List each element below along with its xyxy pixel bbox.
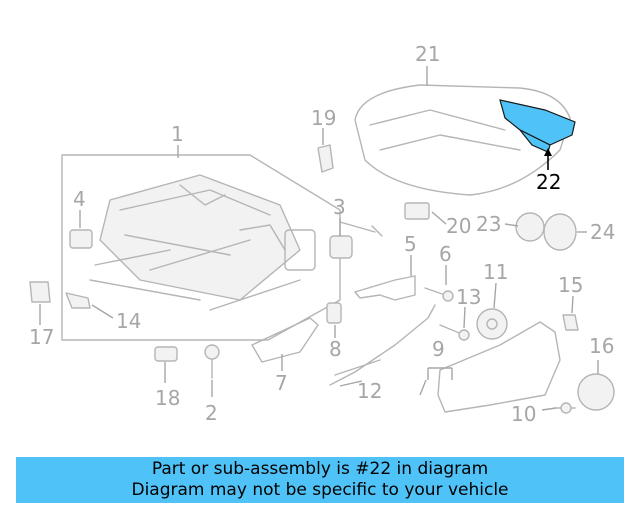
- callout-15: 15: [558, 273, 583, 297]
- leader-lines: [39, 66, 599, 411]
- part-5-bracket: [354, 275, 416, 301]
- part-21-seat-cushion: [354, 84, 571, 196]
- part-15-clip: [562, 314, 579, 331]
- callout-6: 6: [439, 242, 452, 266]
- part-8-clip: [326, 302, 342, 324]
- callout-21: 21: [415, 42, 440, 66]
- part-22-highlighted-trim: [499, 99, 576, 153]
- callout-2: 2: [205, 401, 218, 425]
- callout-17: 17: [29, 325, 54, 349]
- part-17-clip: [29, 281, 51, 303]
- part-2-bolt: [204, 344, 220, 379]
- banner-line-1: Part or sub-assembly is #22 in diagram: [151, 459, 489, 479]
- part-3-bolt: [329, 221, 383, 259]
- banner-line-2: Diagram may not be specific to your vehi…: [131, 480, 509, 500]
- part-11-gear: [476, 308, 508, 340]
- callout-18: 18: [155, 386, 180, 410]
- callout-3: 3: [333, 195, 346, 219]
- part-6-screw: [424, 287, 454, 302]
- callout-14: 14: [116, 309, 141, 333]
- callout-11: 11: [483, 260, 508, 284]
- part-9-side-shield: [437, 321, 561, 413]
- part-20-clip: [404, 202, 430, 220]
- part-16-knob: [577, 373, 615, 411]
- callout-7: 7: [275, 371, 288, 395]
- callout-16: 16: [589, 334, 614, 358]
- part-1-seat-frame: [61, 154, 341, 341]
- part-24-knob: [543, 213, 577, 251]
- callout-22: 22: [536, 170, 561, 194]
- callout-20: 20: [446, 214, 471, 238]
- part-4-clip: [69, 229, 93, 249]
- callout-24: 24: [590, 220, 615, 244]
- callout-10: 10: [511, 402, 536, 426]
- part-12-cable: [329, 304, 436, 386]
- callout-23: 23: [476, 212, 501, 236]
- part-7-cover: [251, 317, 319, 363]
- part-18-clip: [154, 346, 178, 362]
- callout-19: 19: [311, 106, 336, 130]
- part-14-cap: [65, 292, 91, 309]
- part-19-bracket: [317, 144, 334, 173]
- callout-9: 9: [432, 337, 445, 361]
- callout-5: 5: [404, 232, 417, 256]
- part-13-screw: [439, 324, 470, 341]
- callout-8: 8: [329, 337, 342, 361]
- part-23-knob: [515, 212, 545, 242]
- callout-13: 13: [456, 285, 481, 309]
- callout-4: 4: [73, 187, 86, 211]
- info-banner: Part or sub-assembly is #22 in diagram D…: [16, 457, 624, 503]
- part-10-bolt: [554, 402, 576, 414]
- callout-1: 1: [171, 122, 184, 146]
- callout-12: 12: [357, 379, 382, 403]
